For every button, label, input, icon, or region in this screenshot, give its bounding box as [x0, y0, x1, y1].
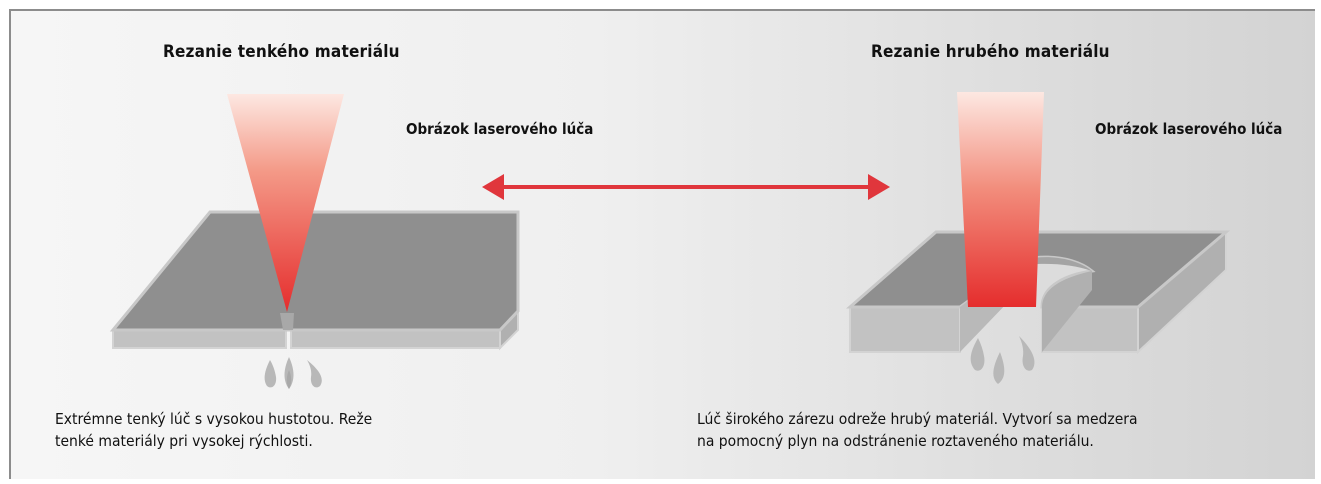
right-description-line2: na pomocný plyn na odstránenie roztavené… [697, 432, 1094, 450]
double-headed-arrow-icon [482, 174, 890, 200]
right-description-line1: Lúč širokého zárezu odreže hrubý materiá… [697, 410, 1138, 428]
left-description-line1: Extrémne tenký lúč s vysokou hustotou. R… [55, 410, 373, 428]
right-beam-label: Obrázok laserového lúča [1095, 120, 1283, 138]
right-title: Rezanie hrubého materiálu [871, 42, 1110, 62]
wide-laser-beam [957, 92, 1044, 307]
thin-plate [109, 210, 520, 351]
molten-drops-icon [970, 336, 1035, 384]
thin-laser-beam [227, 94, 344, 312]
thick-plate [845, 229, 1231, 355]
left-description-line2: tenké materiály pri vysokej rýchlosti. [55, 432, 313, 450]
left-title: Rezanie tenkého materiálu [163, 42, 400, 62]
molten-drops-icon [264, 357, 322, 389]
left-beam-label: Obrázok laserového lúča [406, 120, 594, 138]
